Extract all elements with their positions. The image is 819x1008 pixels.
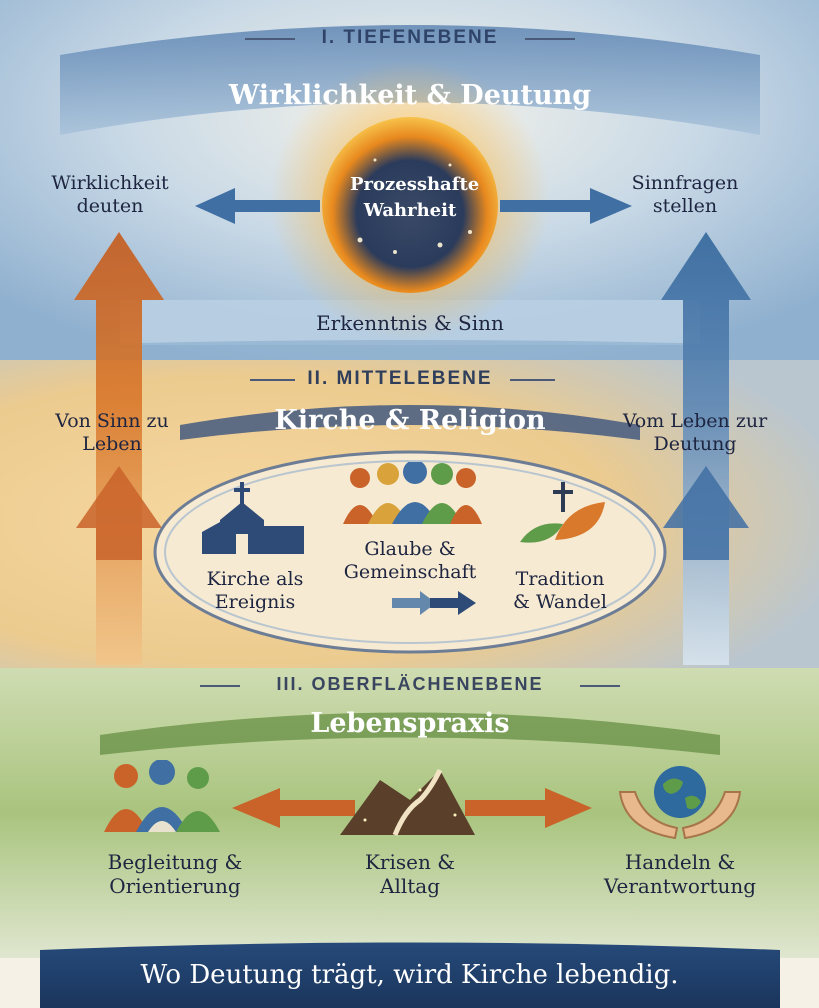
- middle-item-faith: Glaube & Gemeinschaft: [343, 538, 477, 583]
- deep-band-label: Erkenntnis & Sinn: [316, 311, 504, 335]
- level-title-surface: III. OBERFLÄCHENEBENE: [276, 674, 544, 694]
- surface-heading: Lebenspraxis: [310, 708, 510, 739]
- cross-leaf-icon: [520, 482, 605, 543]
- level-title-middle: II. MITTELEBENE: [307, 368, 493, 389]
- deep-right-label: Sinnfragen stellen: [631, 172, 739, 217]
- community-icon: [343, 462, 482, 524]
- surface-item-support: Begleitung & Orientierung: [107, 850, 243, 898]
- church-icon: [202, 482, 304, 554]
- divider-line: [200, 685, 240, 687]
- deep-center-label: Prozesshafte Wahrheit: [350, 174, 480, 221]
- surface-item-crises: Krisen & Alltag: [364, 850, 456, 898]
- globe-hands-icon: [618, 766, 742, 840]
- footer-slogan: Wo Deutung trägt, wird Kirche lebendig.: [140, 960, 679, 990]
- people-support-icon: [104, 760, 220, 832]
- deep-left-label: Wirklichkeit deuten: [51, 172, 169, 217]
- side-left-label: Von Sinn zu Leben: [55, 410, 169, 455]
- divider-line: [250, 379, 295, 381]
- middle-item-tradition: Tradition & Wandel: [513, 568, 607, 613]
- divider-line: [525, 38, 575, 40]
- side-right-label: Vom Leben zur Deutung: [622, 410, 768, 455]
- flow-arrows-icon: [392, 591, 476, 615]
- divider-line: [245, 38, 295, 40]
- level-title-deep: I. TIEFENEBENE: [321, 27, 499, 48]
- middle-heading: Kirche & Religion: [274, 405, 546, 436]
- divider-line: [510, 379, 555, 381]
- divider-line: [580, 685, 620, 687]
- deep-heading: Wirklichkeit & Deutung: [228, 80, 592, 111]
- middle-item-church: Kirche als Ereignis: [206, 568, 304, 613]
- surface-item-action: Handeln & Verantwortung: [603, 850, 757, 898]
